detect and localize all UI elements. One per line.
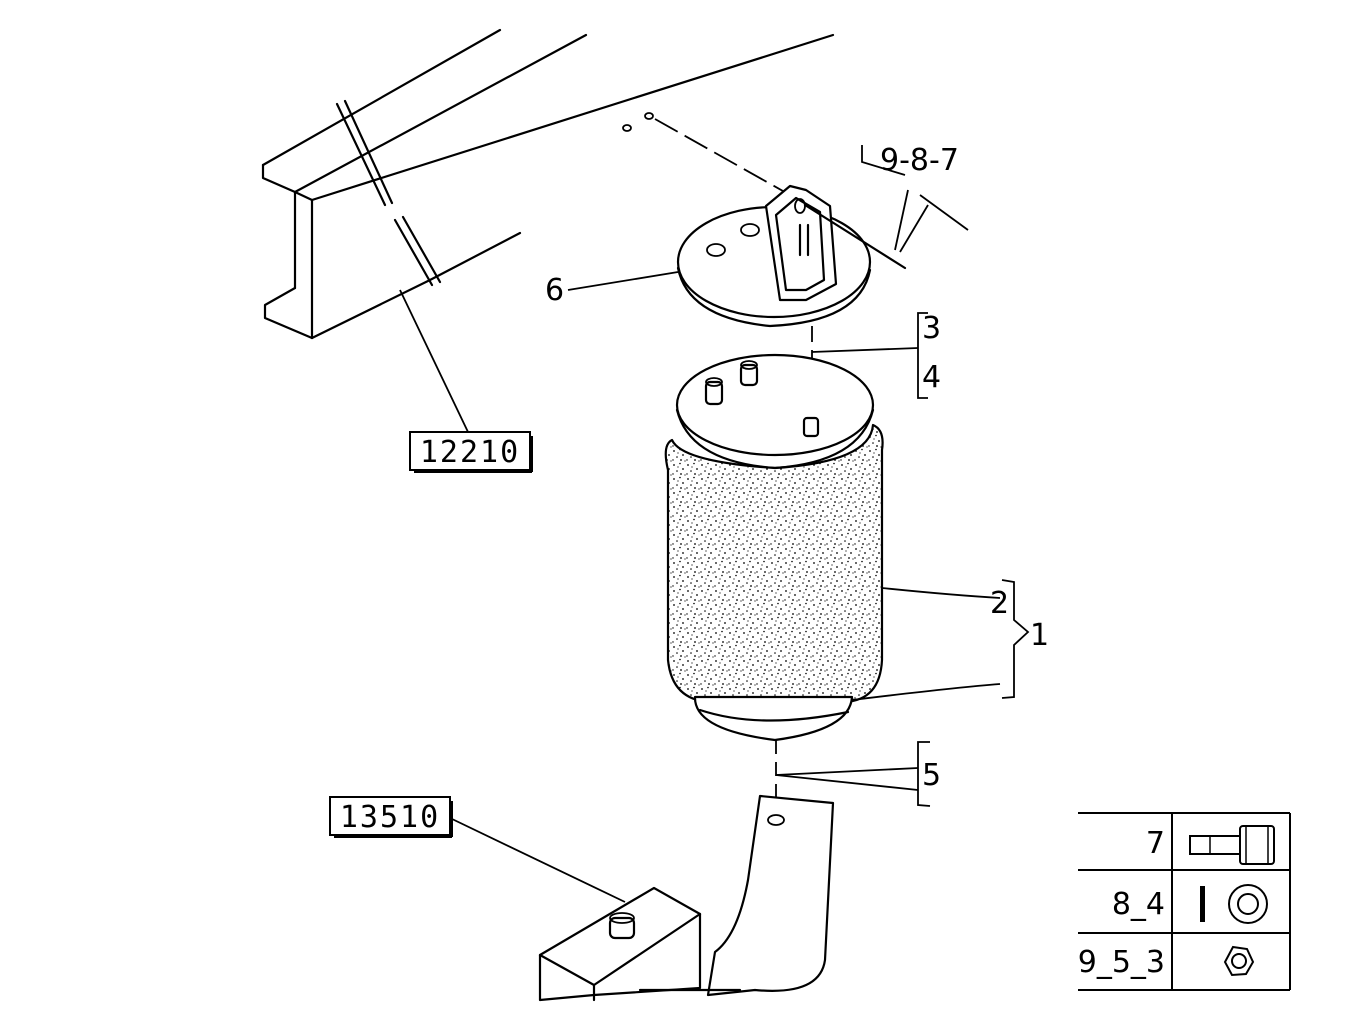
frame-hole	[644, 112, 654, 120]
callout-2: 2	[990, 586, 1009, 621]
frame-hole	[622, 124, 632, 132]
legend-label-9-5-3: 9_5_3	[1078, 945, 1165, 980]
svg-text:12210: 12210	[420, 435, 520, 470]
callout-4: 4	[922, 360, 941, 395]
callout-1: 1	[1030, 618, 1049, 653]
callout-3: 3	[922, 311, 941, 346]
svg-text:13510: 13510	[340, 800, 440, 835]
lower-axle-bracket	[538, 794, 835, 1002]
air-spring	[664, 353, 884, 742]
legend-label-8-4: 8_4	[1112, 887, 1165, 922]
callout-9-8-7: 9-8-7	[880, 143, 959, 178]
legend-label-7: 7	[1146, 826, 1165, 861]
hardware-legend-table: 7 8_4 9_5_3	[1078, 812, 1291, 991]
hex-nut-icon	[1223, 945, 1255, 977]
callout-5: 5	[922, 758, 941, 793]
frame-ref-box: 12210	[409, 431, 533, 473]
upper-mounting-plate	[676, 184, 907, 328]
bolt-icon	[1189, 825, 1275, 865]
callout-6: 6	[545, 273, 564, 308]
chassis-frame-rail	[261, 28, 835, 433]
washer-icon	[1200, 884, 1268, 924]
axle-ref-box: 13510	[329, 796, 453, 838]
